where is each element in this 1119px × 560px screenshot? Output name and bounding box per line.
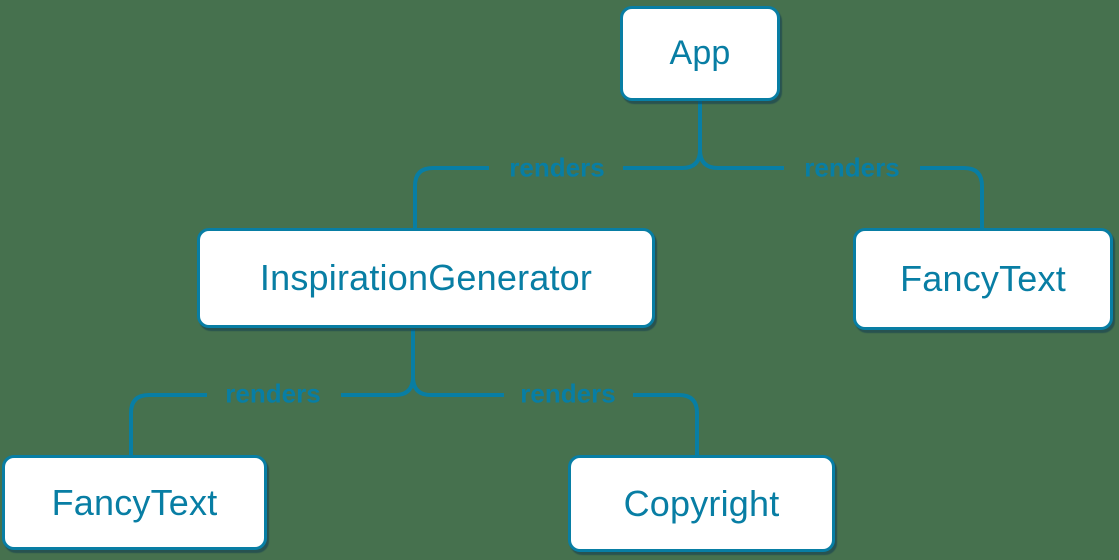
node-label: Copyright [623,482,780,524]
node-inspiration-generator: InspirationGenerator [197,228,655,328]
edge-app-to-fancytext [698,149,784,170]
edge-app-to-fancytext-drop [920,166,984,229]
edge-ig-to-fancytext-drop [129,393,207,456]
edge-label-renders: renders [509,152,605,183]
node-fancy-text-top: FancyText [853,228,1113,330]
edge-label-renders: renders [804,152,900,183]
node-label: InspirationGenerator [259,257,593,298]
node-app: App [620,6,780,101]
edge-ig-to-fancytext [341,376,415,397]
node-label: FancyText [900,258,1066,299]
edge-ig-to-copyright-drop [633,393,699,456]
edge-ig-to-copyright [411,376,504,397]
edge-label-renders: renders [520,378,616,409]
edge-app-to-inspirationgenerator [623,149,702,170]
node-label: App [669,34,731,72]
node-copyright: Copyright [568,455,835,552]
edge-app-to-inspirationgenerator-drop [413,166,489,229]
node-fancy-text-bottom: FancyText [2,455,267,550]
node-label: FancyText [51,481,218,523]
edge-label-renders: renders [225,378,321,409]
